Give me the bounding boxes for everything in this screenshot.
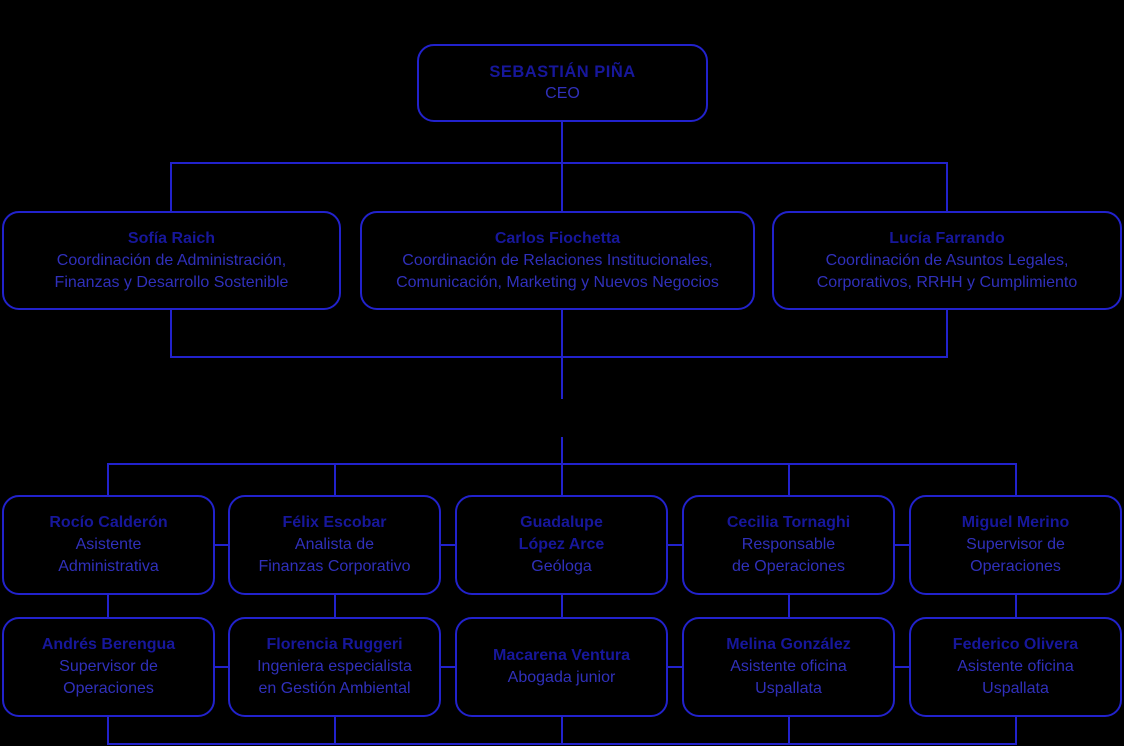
org-node-carlos-fiochetta: Carlos Fiochetta Coordinación de Relacio…	[360, 211, 755, 310]
person-name: Carlos Fiochetta	[494, 229, 621, 247]
person-role: Supervisor de Operaciones	[59, 658, 158, 697]
org-node-florencia-ruggeri: Florencia Ruggeri Ingeniera especialista…	[228, 617, 441, 717]
person-name: Sofía Raich	[127, 229, 216, 247]
connector-line	[334, 595, 336, 617]
org-node-andres-berengua: Andrés Berengua Supervisor de Operacione…	[2, 617, 215, 717]
connector-line	[170, 310, 172, 358]
person-name: Melina González	[726, 636, 851, 653]
connector-line	[107, 595, 109, 617]
person-role: Abogada junior	[507, 669, 616, 686]
person-name: Cecilia Tornaghi	[726, 514, 851, 531]
connector-line	[788, 717, 790, 744]
connector-line	[561, 310, 563, 399]
connector-line	[441, 666, 455, 668]
connector-line	[334, 717, 336, 744]
connector-line	[170, 162, 948, 164]
org-node-felix-escobar: Félix Escobar Analista de Finanzas Corpo…	[228, 495, 441, 595]
person-name: SEBASTIÁN PIÑA	[489, 63, 636, 81]
org-node-melina-gonzalez: Melina González Asistente oficina Uspall…	[682, 617, 895, 717]
person-role: Asistente oficina Uspallata	[957, 658, 1074, 697]
connector-line	[946, 162, 948, 211]
org-node-ceo: SEBASTIÁN PIÑA CEO	[417, 44, 708, 122]
connector-line	[441, 544, 455, 546]
connector-line	[1015, 717, 1017, 744]
person-role: Coordinación de Asuntos Legales, Corpora…	[816, 251, 1078, 291]
person-name: Félix Escobar	[282, 514, 387, 531]
person-role: Analista de Finanzas Corporativo	[258, 536, 411, 575]
org-node-miguel-merino: Miguel Merino Supervisor de Operaciones	[909, 495, 1122, 595]
org-node-rocio-calderon: Rocío Calderón Asistente Administrativa	[2, 495, 215, 595]
org-node-cecilia-tornaghi: Cecilia Tornaghi Responsable de Operacio…	[682, 495, 895, 595]
connector-line	[895, 544, 909, 546]
connector-line	[668, 544, 682, 546]
person-name: Miguel Merino	[961, 514, 1070, 531]
org-node-macarena-ventura: Macarena Ventura Abogada junior	[455, 617, 668, 717]
connector-line	[170, 162, 172, 211]
connector-line	[170, 356, 948, 358]
connector-line	[107, 717, 109, 744]
connector-line	[215, 544, 228, 546]
connector-line	[107, 463, 1017, 465]
connector-line	[1015, 463, 1017, 495]
connector-line	[107, 463, 109, 495]
org-node-guadalupe-lopez-arce: Guadalupe López Arce Geóloga	[455, 495, 668, 595]
connector-line	[561, 122, 563, 211]
connector-line	[215, 666, 228, 668]
person-name: Guadalupe López Arce	[518, 514, 605, 553]
person-name: Macarena Ventura	[493, 647, 630, 664]
person-role: Asistente oficina Uspallata	[730, 658, 847, 697]
person-role: Responsable de Operaciones	[732, 536, 845, 575]
org-node-lucia-farrando: Lucía Farrando Coordinación de Asuntos L…	[772, 211, 1122, 310]
person-name: Andrés Berengua	[41, 636, 176, 653]
connector-line	[334, 463, 336, 495]
person-name: Lucía Farrando	[889, 229, 1005, 247]
person-role: Asistente Administrativa	[58, 536, 159, 575]
org-node-federico-olivera: Federico Olivera Asistente oficina Uspal…	[909, 617, 1122, 717]
connector-line	[788, 595, 790, 617]
org-node-sofia-raich: Sofía Raich Coordinación de Administraci…	[2, 211, 341, 310]
person-role: Coordinación de Administración, Finanzas…	[54, 251, 289, 291]
connector-line	[946, 310, 948, 358]
person-name: Florencia Ruggeri	[266, 636, 403, 653]
person-name: Rocío Calderón	[49, 514, 168, 531]
connector-line	[668, 666, 682, 668]
connector-line	[1015, 595, 1017, 617]
person-name: Federico Olivera	[952, 636, 1079, 653]
connector-line	[788, 463, 790, 495]
person-role: CEO	[545, 85, 580, 102]
person-role: Supervisor de Operaciones	[966, 536, 1065, 575]
connector-line	[107, 743, 1017, 745]
person-role: Geóloga	[531, 558, 592, 575]
connector-line	[561, 717, 563, 744]
connector-line	[561, 595, 563, 617]
person-role: Ingeniera especialista en Gestión Ambien…	[257, 658, 412, 697]
connector-line	[561, 437, 563, 495]
connector-line	[895, 666, 909, 668]
person-role: Coordinación de Relaciones Institucional…	[396, 251, 719, 291]
